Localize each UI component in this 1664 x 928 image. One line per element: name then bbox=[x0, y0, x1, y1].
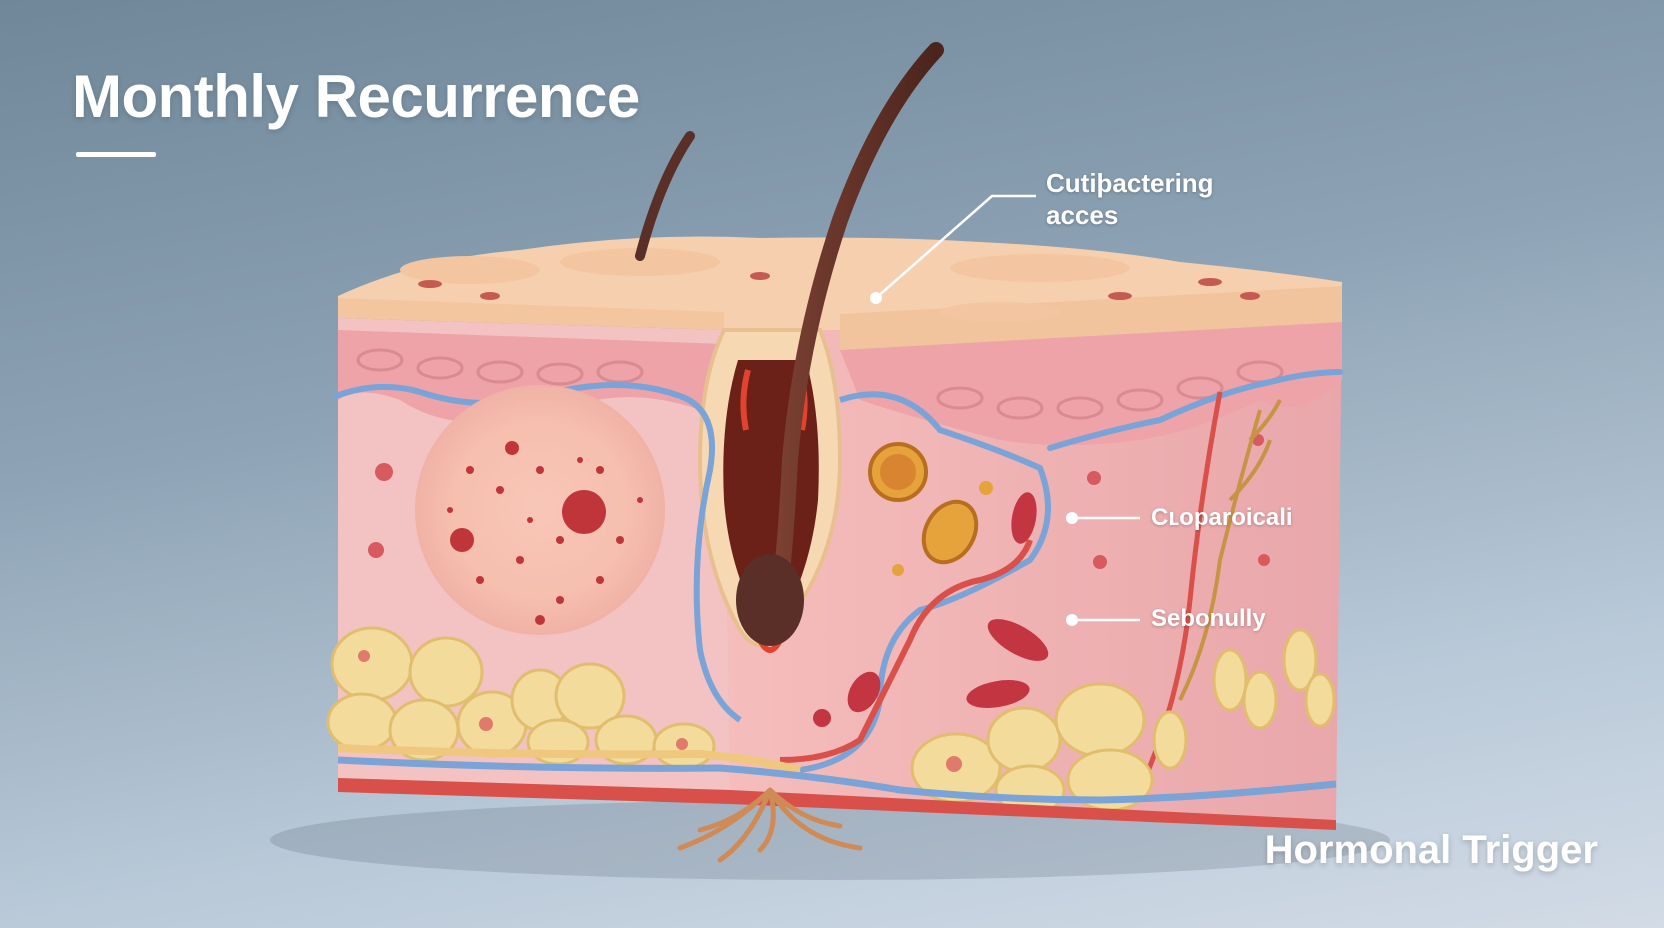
callout-label-top-line1: Cutiþactering bbox=[1046, 168, 1214, 198]
callout-lines bbox=[870, 194, 1140, 626]
callout-label-top-line2: acces bbox=[1046, 200, 1119, 230]
basal-cells bbox=[356, 348, 1284, 420]
lymph-vessel-upper-right bbox=[1047, 369, 1343, 451]
inflamed-lesion bbox=[415, 385, 665, 635]
nerve-fibers bbox=[1178, 399, 1282, 701]
follicle-roots bbox=[677, 787, 863, 863]
surface-bumps bbox=[400, 248, 1130, 322]
page-title: Monthly Recurrence bbox=[72, 63, 640, 130]
fat-cells bbox=[326, 626, 1336, 816]
hair-shaft-main bbox=[772, 42, 944, 598]
base-layer-blue bbox=[337, 756, 1337, 804]
dermis-spots bbox=[368, 434, 1270, 569]
bacteria-cluster bbox=[813, 442, 1049, 727]
lesion-dots bbox=[447, 441, 643, 625]
fat-cell-nuclei bbox=[358, 650, 962, 772]
callout-label-top: Cutiþactering acces bbox=[1046, 167, 1214, 231]
caption-hormonal-trigger: Hormonal Trigger bbox=[1264, 828, 1598, 872]
lymph-vessel-follicle bbox=[678, 393, 742, 723]
callout-label-middle2: Sebonully bbox=[1151, 605, 1266, 632]
callout-label-middle1: Cʟoparoicali bbox=[1151, 504, 1293, 531]
title-underline bbox=[76, 152, 156, 157]
skin-surface-edge bbox=[338, 298, 724, 330]
skin-surface-edge-right bbox=[840, 286, 1342, 350]
blood-vessel bbox=[779, 538, 1033, 763]
epidermis-band bbox=[338, 330, 724, 423]
hair-shaft-small bbox=[635, 131, 695, 261]
base-layer-red bbox=[338, 778, 1336, 830]
hair-bulb bbox=[736, 554, 804, 646]
skin-pores bbox=[418, 272, 1260, 300]
base-layer-yellow bbox=[337, 744, 801, 774]
